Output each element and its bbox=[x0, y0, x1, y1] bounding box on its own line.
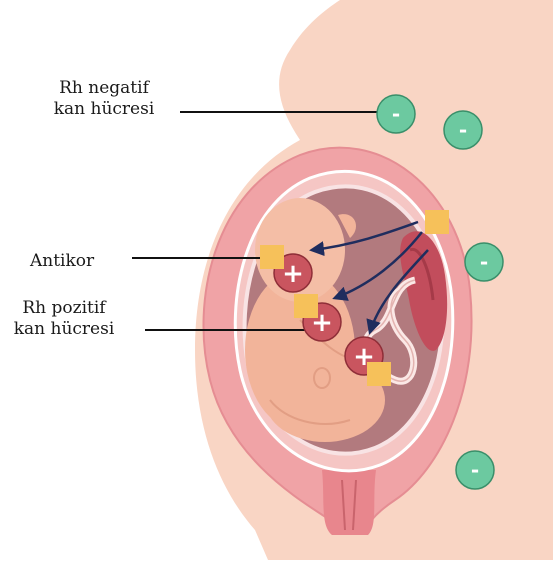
negative-sign: - bbox=[392, 102, 400, 126]
antibody bbox=[367, 362, 391, 386]
cervix bbox=[322, 470, 376, 535]
positive-sign: + bbox=[282, 259, 304, 289]
label-rh-negative-line1: Rh negatif bbox=[34, 78, 174, 99]
label-rh-negative: Rh negatif kan hücresi bbox=[34, 78, 174, 120]
rh-negative-cell: - bbox=[465, 243, 503, 281]
antibody bbox=[260, 245, 284, 269]
rh-negative-cell: - bbox=[377, 95, 415, 133]
label-rh-negative-line2: kan hücresi bbox=[34, 99, 174, 120]
label-rh-positive-line1: Rh pozitif bbox=[0, 298, 128, 319]
antibody bbox=[294, 294, 318, 318]
antibody bbox=[425, 210, 449, 234]
negative-sign: - bbox=[459, 118, 467, 142]
label-antibody: Antikor bbox=[30, 251, 140, 272]
rh-negative-cell: - bbox=[444, 111, 482, 149]
negative-sign: - bbox=[480, 250, 488, 274]
rh-negative-cell: - bbox=[456, 451, 494, 489]
label-rh-positive-line2: kan hücresi bbox=[0, 319, 128, 340]
negative-sign: - bbox=[471, 458, 479, 482]
label-rh-positive: Rh pozitif kan hücresi bbox=[0, 298, 128, 340]
